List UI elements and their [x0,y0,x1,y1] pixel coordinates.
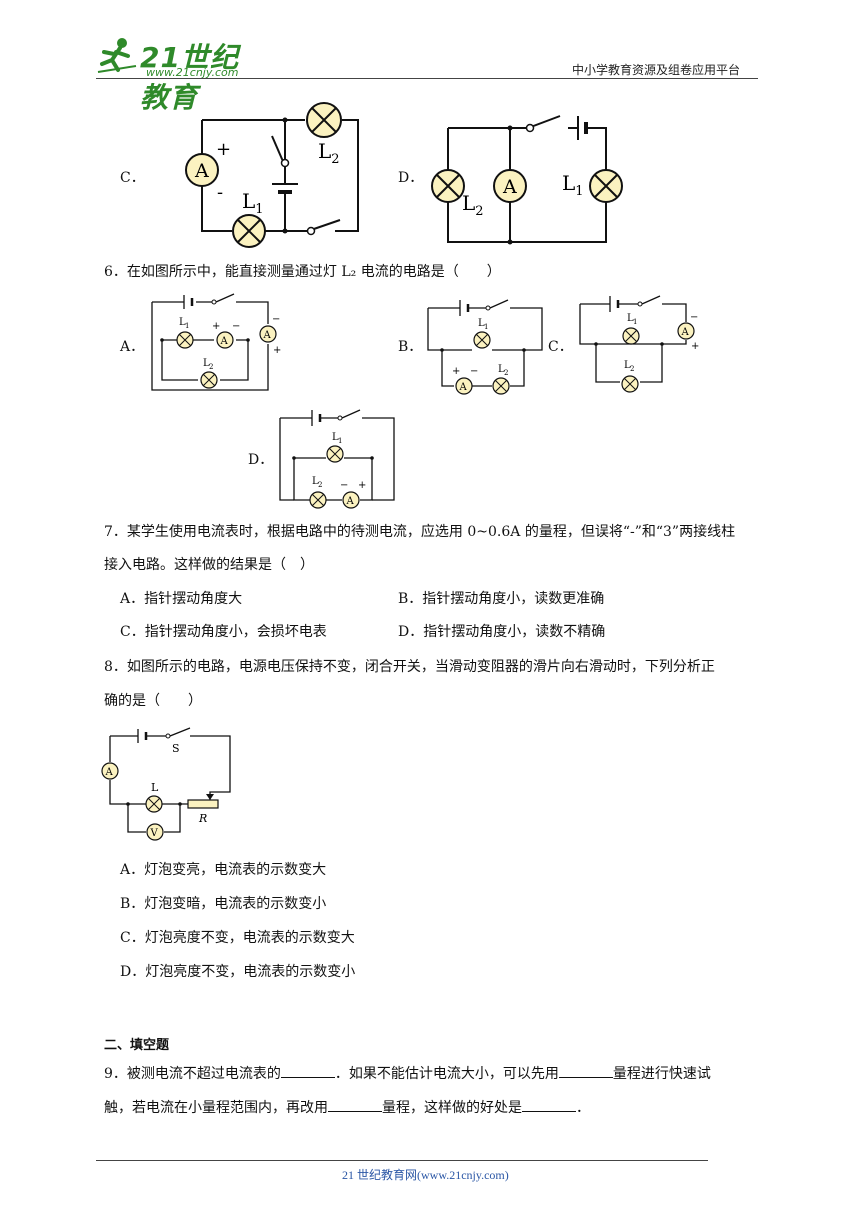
q5c-l1-label: L1 [242,189,264,217]
svg-text:2: 2 [209,363,213,371]
q9-line1: 9．被测电流不超过电流表的 ．如果不能估计电流大小，可以先用 量程进行快速试 [104,1063,711,1084]
svg-text:1: 1 [484,323,488,331]
q8-option-d: D．灯泡亮度不变，电流表的示数变小 [120,964,356,980]
svg-text:L: L [332,432,339,443]
footer-text[interactable]: 21 世纪教育网(www.21cnjy.com) [342,1168,509,1182]
logo-url: www.21cnjy.com [146,66,239,79]
q5c-ammeter-icon [185,153,219,187]
svg-text:+: + [273,345,281,356]
q7-option-a: A．指针摆动角度大 [120,591,243,607]
q8-ammeter-label: A [105,767,114,778]
q7-stem-line1: 7．某学生使用电流表时，根据电路中的待测电流，应选用 0~0.6A 的量程，但误… [104,524,736,540]
q5d-ammeter-label: A [502,176,517,198]
svg-text:L: L [624,360,631,371]
q5c-lamp-l1 [232,214,266,248]
q8-circuit: S A L R V [101,727,231,841]
svg-text:L: L [498,364,505,375]
q9-blank-2[interactable] [558,1063,613,1078]
q6-stem: 6．在如图所示中，能直接测量通过灯 L₂ 电流的电路是（ ） [104,264,501,280]
svg-text:−: − [470,366,478,377]
q5c-lamp-l2 [306,102,342,138]
svg-text:L: L [312,476,319,487]
q8-stem-line2: 确的是（ ） [104,693,202,709]
q5c-plus: + [216,139,231,160]
q8-lamp-label: L [151,781,159,794]
q8-voltmeter-label: V [150,828,159,839]
q6-option-c-label: C． [548,339,573,355]
q5d-l2-label: L2 [462,191,484,219]
q5d-l1-label: L1 [562,171,584,199]
svg-text:−: − [340,480,348,491]
svg-text:L: L [627,313,634,324]
q8-switch-label: S [172,742,180,755]
q8-ammeter-icon [101,762,119,780]
svg-text:A: A [459,382,468,393]
q9-text-3: 量程进行快速试 [612,1066,711,1082]
q7-option-b: B．指针摆动角度小，读数更准确 [398,591,605,607]
q9-text-6: ． [576,1100,590,1116]
q5c-ammeter-label: A [194,160,209,182]
q8-stem-line1: 8．如图所示的电路，电源电压保持不变，闭合开关，当滑动变阻器的滑片向右滑动时，下… [104,659,715,675]
svg-text:+: + [691,341,699,352]
q9-blank-3[interactable] [328,1097,382,1112]
svg-text:2: 2 [630,365,634,373]
q5-option-d-label: D． [398,170,424,186]
q5-option-c-label: C． [120,170,145,186]
q5-circuit-c: L2 L1 A + - [185,102,359,248]
q8-option-b: B．灯泡变暗，电流表的示数变小 [120,896,327,912]
q5c-l2-label: L2 [318,139,340,167]
q7-stem-line2: 接入电路。这样做的结果是（ ） [104,557,314,573]
svg-text:+: + [212,321,220,332]
q8-rheostat-icon [187,799,219,809]
q5-circuit-d: L2 A L1 [431,115,623,245]
runner-logo-icon [97,38,137,73]
q9-text-5: 量程，这样做的好处是 [382,1100,522,1116]
q9-blank-1[interactable] [280,1063,335,1078]
svg-text:+: + [452,366,460,377]
q5c-minus: - [217,182,223,203]
svg-text:1: 1 [633,318,637,326]
svg-text:+: + [358,480,366,491]
svg-text:A: A [263,330,272,341]
q9-text-2: ．如果不能估计电流大小，可以先用 [334,1066,559,1082]
logo-text: 21世纪教育 [140,41,239,114]
svg-text:2: 2 [318,481,322,489]
q9-text-4: 触，若电流在小量程范围内，再改用 [104,1100,328,1116]
q8-option-c: C．灯泡亮度不变，电流表的示数变大 [120,930,355,946]
svg-text:A: A [220,336,229,347]
svg-text:−: − [690,312,698,323]
q6-option-a-label: A． [120,339,145,355]
section-title: 二、填空题 [104,1038,170,1053]
svg-text:−: − [272,314,280,325]
footer-divider [96,1160,708,1161]
q8-rheostat-label: R [198,812,207,825]
q8-option-a: A．灯泡变亮，电流表的示数变大 [120,862,327,878]
q7-option-d: D．指针摆动角度小，读数不精确 [398,624,606,640]
svg-text:A: A [681,327,690,338]
header-divider [96,78,758,79]
q9-blank-4[interactable] [522,1097,576,1112]
svg-text:1: 1 [338,437,342,445]
q6-option-d-label: D． [248,452,274,468]
svg-text:L: L [478,318,485,329]
svg-text:−: − [232,321,240,332]
q9-text-1: 9．被测电流不超过电流表的 [104,1066,281,1082]
q5d-ammeter-icon [493,169,527,203]
svg-text:1: 1 [185,322,189,330]
q6-option-b-label: B． [398,339,423,355]
logo: 21世纪教育 www.21cnjy.com [96,34,266,114]
q7-option-c: C．指针摆动角度小，会损坏电表 [120,624,327,640]
q8-voltmeter-icon [146,823,164,841]
svg-text:L: L [203,358,210,369]
q9-line2: 触，若电流在小量程范围内，再改用 量程，这样做的好处是 ． [104,1097,590,1118]
svg-text:2: 2 [504,369,508,377]
svg-text:A: A [346,496,355,507]
svg-text:L: L [179,317,186,328]
platform-title: 中小学教育资源及组卷应用平台 [572,63,741,77]
